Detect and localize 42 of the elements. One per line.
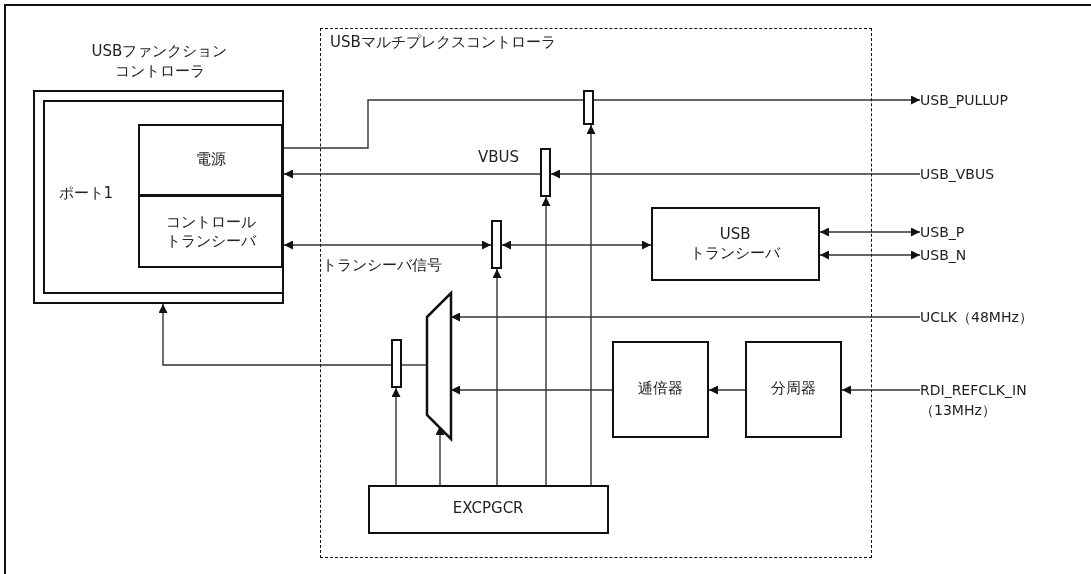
switch-bar [539, 147, 551, 197]
connector-arrow [819, 227, 921, 237]
block-label: USB トランシーバ [689, 224, 782, 264]
block-box [138, 124, 283, 196]
connector-arrow [819, 250, 921, 260]
block-label: ポート1 [58, 183, 114, 203]
signal-label: USB_PULLUP [920, 90, 1060, 110]
connector-arrow [550, 169, 921, 179]
block-box [611, 340, 709, 438]
block-label: コントロールトランシーバ [164, 212, 258, 251]
connector-arrow [501, 240, 652, 250]
block-label: EXCPGCR [451, 499, 525, 519]
connector-arrow [450, 385, 613, 395]
signal-label: UCLK（48MHz） [920, 307, 1080, 327]
connector-arrow [492, 268, 502, 486]
switch-bar [390, 338, 402, 388]
block-box [744, 340, 842, 438]
connector-arrow [841, 385, 921, 395]
signal-label: USB_P [920, 222, 1020, 242]
signal-label: USB_N [920, 245, 1020, 265]
connector-arrow [541, 196, 551, 486]
connector-arrow [586, 124, 596, 486]
block-box [367, 484, 609, 534]
block-label: 電源 [194, 150, 227, 170]
switch-bar [582, 89, 594, 125]
block-label: 逓倍器 [636, 379, 684, 399]
connector-arrow [391, 387, 401, 486]
connector-arrow [158, 303, 392, 366]
signal-label: USB_VBUS [920, 164, 1060, 184]
connector-arrow [708, 385, 746, 395]
signal-label: RDI_REFCLK_IN （13MHz） [920, 380, 1050, 424]
block-label: 分周器 [769, 379, 817, 399]
multiplexer-trapezoid [424, 290, 453, 441]
group-heading: USBマルチプレクスコントローラ [330, 33, 556, 53]
connector-arrow [593, 95, 921, 105]
block-heading: USBファンクションコントローラ [90, 42, 229, 81]
connector-arrow [450, 312, 921, 322]
block-box [650, 206, 820, 281]
switch-bar [490, 219, 502, 269]
block-box [138, 195, 283, 268]
connector-arrow [283, 240, 492, 250]
connector-arrow [283, 169, 541, 179]
